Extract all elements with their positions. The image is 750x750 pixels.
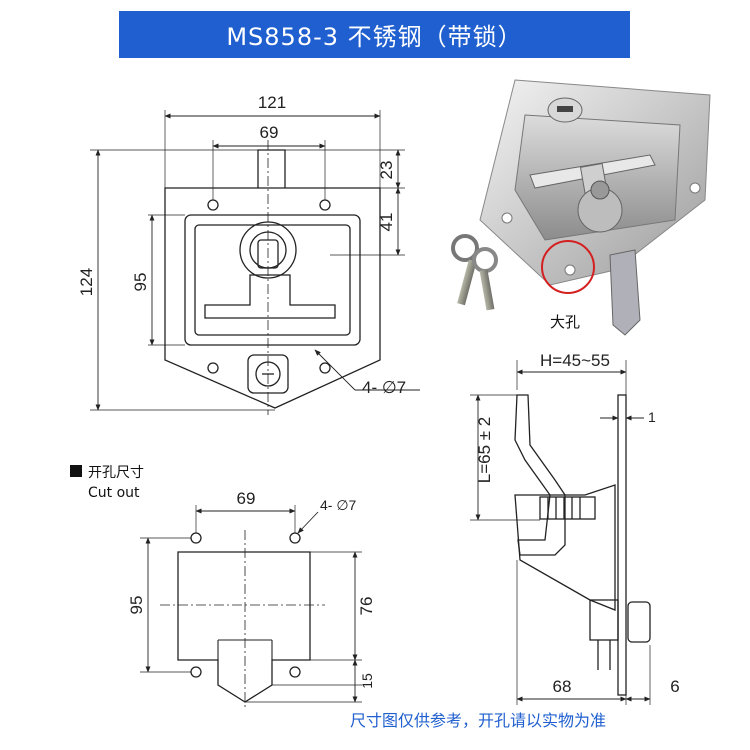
key-icon (451, 234, 498, 311)
cutout-heading: 开孔尺寸 (88, 465, 144, 481)
dim-cutout-height: 95 (127, 596, 146, 615)
side-plate (617, 394, 627, 696)
dim-h-range: H=45~55 (540, 351, 610, 370)
dim-l-range: L=65 ± 2 (475, 417, 494, 484)
dim-top-offset: 23 (377, 161, 396, 180)
callout-circle (541, 240, 595, 294)
front-top-tab (257, 149, 286, 188)
cutout-heading-en: Cut out (88, 485, 140, 501)
dim-cutout-inner: 76 (357, 597, 376, 616)
dim-front-holes: 4- ∅7 (362, 378, 406, 397)
footer-note: 尺寸图仅供参考，开孔请以实物为准 (350, 711, 607, 730)
cutout-hole-bl (190, 666, 202, 678)
dim-depth: 68 (553, 677, 572, 696)
front-hole-br (319, 362, 331, 374)
dim-overall-height: 124 (77, 268, 96, 296)
front-hole-tl (207, 199, 219, 211)
side-view (470, 360, 651, 705)
title-bar: MS858-3 不锈钢（带锁） (119, 11, 630, 58)
dim-thickness: 1 (648, 409, 656, 425)
dim-hole-spacing: 69 (260, 123, 279, 142)
cutout-hole-tr (289, 532, 301, 544)
front-view (90, 110, 420, 415)
front-t-handle (204, 274, 336, 319)
dim-inner-height: 95 (131, 273, 150, 292)
side-lock-cylinder (589, 599, 619, 641)
product-photo: 大孔 (451, 79, 711, 336)
dim-offset: 6 (670, 677, 679, 696)
dim-overall-width: 121 (258, 93, 286, 112)
cutout-heading-marker (70, 465, 82, 477)
side-bolt (539, 496, 596, 520)
front-hole-bl (207, 362, 219, 374)
side-handle-arm (514, 394, 566, 556)
cutout-hole-br (289, 666, 301, 678)
cutout-outline (177, 551, 311, 703)
photo-latch-tongue (609, 249, 641, 336)
dim-cutout-spacing: 69 (237, 489, 256, 508)
photo-callout-label: 大孔 (550, 313, 580, 331)
dim-mid-offset: 41 (377, 213, 396, 232)
dim-cutout-holes: 4- ∅7 (320, 497, 357, 513)
front-inner-recess (184, 214, 361, 346)
page-title: MS858-3 不锈钢（带锁） (226, 23, 523, 51)
cutout-hole-tl (190, 532, 202, 544)
front-plate-outline (164, 187, 381, 409)
dim-cutout-notch: 15 (359, 673, 375, 689)
front-hole-tr (319, 199, 331, 211)
side-body (514, 484, 616, 611)
cutout-view (140, 505, 362, 710)
